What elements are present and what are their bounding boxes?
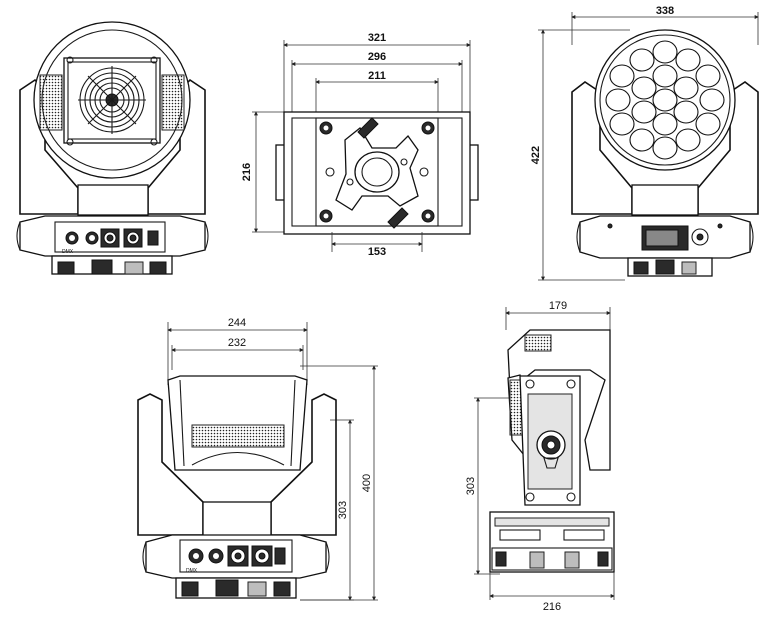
dim-338: 338 [656,5,674,17]
back-view: 244 232 400 303 [137,317,378,601]
top-view: 321 296 211 216 [241,32,479,258]
dim-422: 422 [530,146,542,164]
dim-303-side: 303 [465,477,477,495]
dim-211: 211 [368,70,386,82]
dim-303: 303 [337,501,349,519]
panel-label-left: DMX [62,249,74,255]
dim-179: 179 [549,300,567,312]
dim-216-side: 216 [543,601,561,613]
dim-400: 400 [361,474,373,492]
panel-label-right: DMX [186,568,198,574]
dim-321: 321 [368,32,386,44]
dim-244: 244 [228,317,246,329]
lens-view: 338 422 [530,5,759,281]
dim-232: 232 [228,337,246,349]
side-view: 179 303 216 [465,300,615,613]
dim-296: 296 [368,51,386,63]
front-view: DMX [16,21,209,275]
dim-153: 153 [368,246,386,258]
dim-216: 216 [241,163,253,181]
